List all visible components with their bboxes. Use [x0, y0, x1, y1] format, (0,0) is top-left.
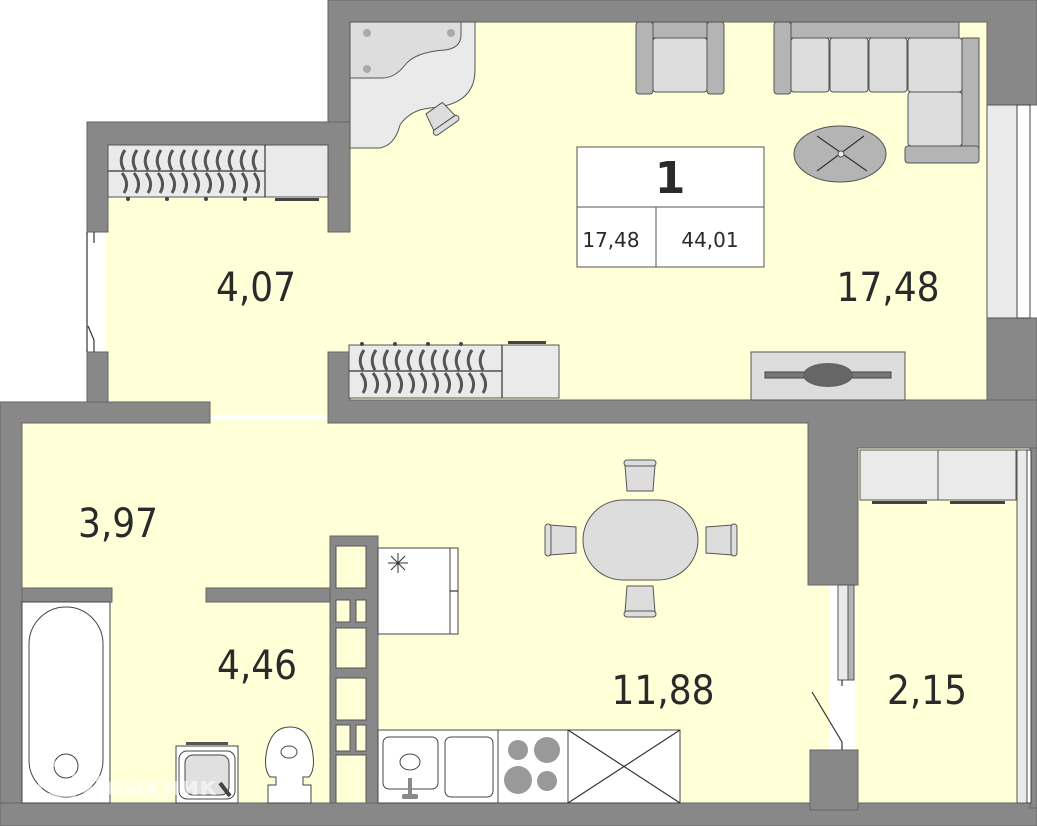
- balcony-cabinets: [859, 449, 1017, 504]
- door-entry-swing: [87, 325, 95, 352]
- area-labels: 4,07 17,48 3,97 4,46 11,88 2,15: [78, 265, 967, 714]
- dishwasher: [567, 729, 681, 804]
- fridge: [377, 547, 459, 635]
- area-label-hallway-upper: 4,07: [216, 265, 296, 311]
- wall-bottom: [0, 802, 1037, 826]
- window-balcony-door: [837, 584, 855, 681]
- area-label-hallway-lower: 3,97: [78, 501, 158, 547]
- desk: [349, 21, 476, 149]
- area-label-kitchen: 11,88: [612, 668, 715, 714]
- snowflake-icon: [388, 553, 408, 573]
- area-label-bathroom: 4,46: [217, 643, 297, 689]
- coffee-table: [793, 125, 887, 183]
- windows: [837, 104, 1032, 804]
- wall-bath-top-right: [205, 587, 337, 603]
- apartment-summary-card: 1 17,48 44,01: [576, 146, 765, 268]
- total-area-value: 44,01: [681, 228, 738, 252]
- dining-table: [582, 499, 699, 581]
- dining-chairs: [544, 459, 738, 618]
- toilet: [265, 726, 314, 804]
- window-living-right: [986, 104, 1031, 319]
- doors: [86, 232, 843, 750]
- cooktop: [497, 729, 569, 804]
- balcony-floor: [855, 445, 1020, 805]
- watermark-text: Домклик: [82, 772, 217, 802]
- area-label-balcony: 2,15: [887, 668, 967, 714]
- wall-balcony-pillar: [809, 749, 859, 811]
- wall-hall-left-stub: [86, 351, 109, 405]
- desk-chair: [425, 101, 460, 136]
- house-logo-icon: [38, 759, 76, 797]
- wall-left-outer: [0, 401, 211, 826]
- tv-stand: [750, 351, 906, 401]
- living-area-value: 17,48: [582, 228, 639, 252]
- door-balcony-swing: [811, 691, 843, 750]
- kitchen-counter: [377, 729, 681, 804]
- sofa: [773, 21, 980, 164]
- window-balcony-right: [1016, 449, 1032, 804]
- armchair: [635, 21, 725, 95]
- wall-partition-bath-kitchen: [329, 535, 379, 812]
- area-label-living-room: 17,48: [837, 265, 940, 311]
- wardrobe-living: [348, 341, 560, 399]
- washbasin: [175, 742, 239, 804]
- wall-bath-top-left: [21, 587, 113, 603]
- wardrobe-upper: [107, 144, 329, 201]
- watermark: Домклик: [38, 759, 217, 802]
- room-count: 1: [655, 153, 686, 204]
